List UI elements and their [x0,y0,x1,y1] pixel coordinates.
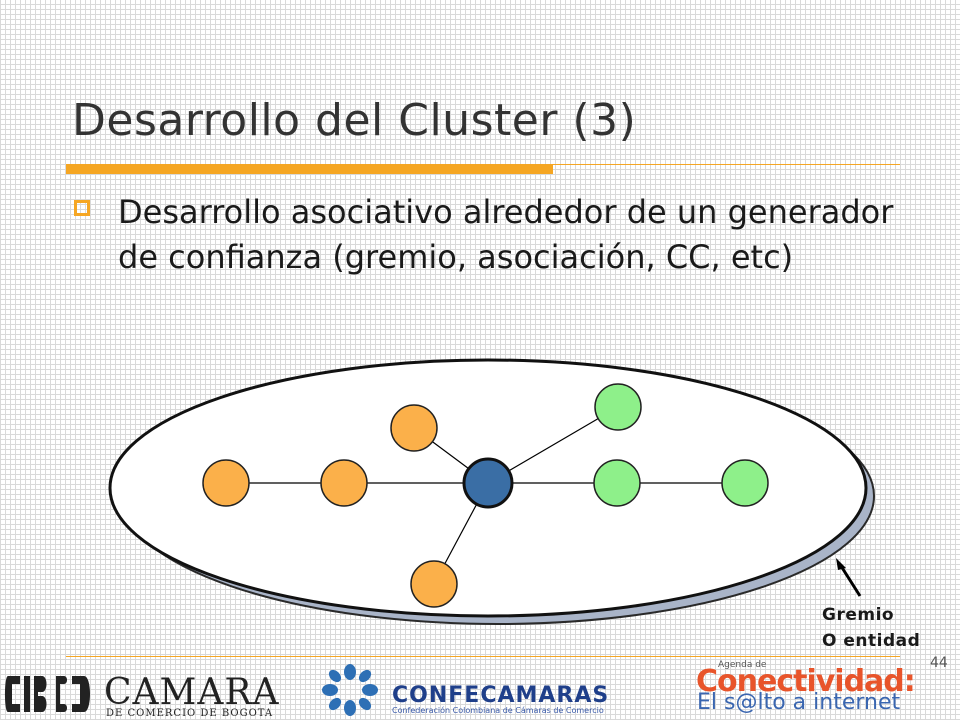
center-node [462,457,514,509]
confecamaras-subtitle: Confederación Colombiana de Cámaras de C… [392,706,604,715]
callout-line-2: O entidad [822,631,921,651]
camara-logo-icon [5,676,90,712]
confecamaras-wordmark: CONFECAMARAS [392,683,610,708]
slide-title: Desarrollo del Cluster (3) [72,95,637,146]
agenda-label: Agenda de [718,660,767,670]
slide-number: 44 [930,655,948,671]
camara-subtitle: DE COMERCIO DE BOGOTA [106,708,274,719]
green-node [721,459,769,507]
title-underline-thick [66,164,553,174]
callout-label: Gremio O entidad [822,602,920,654]
callout-arrow [839,565,862,597]
orange-node [202,459,250,507]
orange-node [390,404,438,452]
green-node [594,383,642,431]
agenda-conectividad-logo: Conectividad: [696,664,916,699]
callout-arrowhead [836,558,846,570]
callout-line-1: Gremio [822,605,895,625]
bullet-text: Desarrollo asociativo alrededor de un ge… [118,193,894,276]
agenda-tagline: El s@lto a internet [697,690,901,715]
title-underline-thin [553,164,900,165]
confecamaras-emblem-icon [322,664,378,716]
camara-wordmark: CAMARA [104,672,280,713]
orange-node [320,459,368,507]
bullet-square-icon [74,200,90,216]
green-node [593,459,641,507]
footer-rule [66,656,900,657]
orange-node [410,560,458,608]
